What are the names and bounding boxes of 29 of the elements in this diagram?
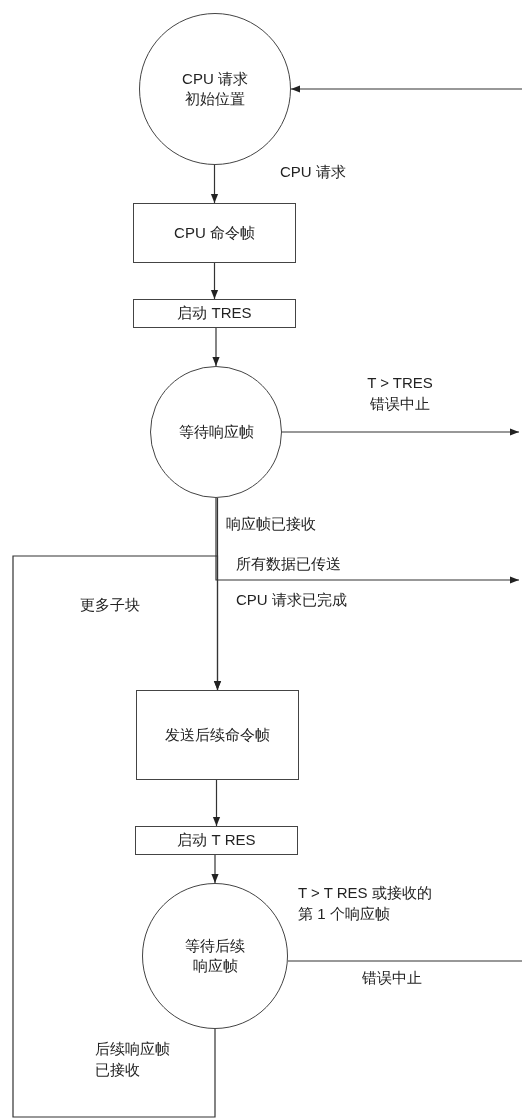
node-text: 启动 TRES <box>177 303 252 324</box>
node-text: CPU 命令帧 <box>174 222 255 243</box>
arrow <box>281 428 520 436</box>
edge-label: 所有数据已传送 <box>236 554 342 574</box>
edge-label: 错误中止 <box>362 968 423 988</box>
node-text: CPU 请求初始位置 <box>181 68 249 109</box>
edge-label: T > TRES 错误中止 <box>366 373 434 414</box>
arrow <box>215 497 520 584</box>
condition-label: 更多子块 <box>80 595 141 615</box>
process-box <box>135 826 298 855</box>
arrow <box>210 262 219 300</box>
arrow <box>212 779 221 827</box>
condition-label: T > T RES 或接收的第 1 个响应帧 <box>298 883 433 924</box>
edge-label: CPU 请求 <box>280 162 347 182</box>
arrow <box>212 327 220 367</box>
edge-label: 响应帧已接收 <box>226 514 317 534</box>
node-text: 等待后续响应帧 <box>184 935 246 976</box>
arrow <box>210 164 219 204</box>
process-box <box>133 203 296 263</box>
arrow <box>290 85 522 93</box>
node-text: 等待响应帧 <box>178 421 254 442</box>
arrow <box>12 555 222 1118</box>
node-text: 发送后续命令帧 <box>165 724 270 745</box>
node-text: 启动 T RES <box>177 830 256 851</box>
process-box <box>136 690 299 780</box>
process-box <box>133 299 296 328</box>
edge-label: 后续响应帧已接收 <box>95 1039 171 1080</box>
arrow <box>211 854 219 884</box>
condition-label: CPU 请求已完成 <box>236 590 348 610</box>
